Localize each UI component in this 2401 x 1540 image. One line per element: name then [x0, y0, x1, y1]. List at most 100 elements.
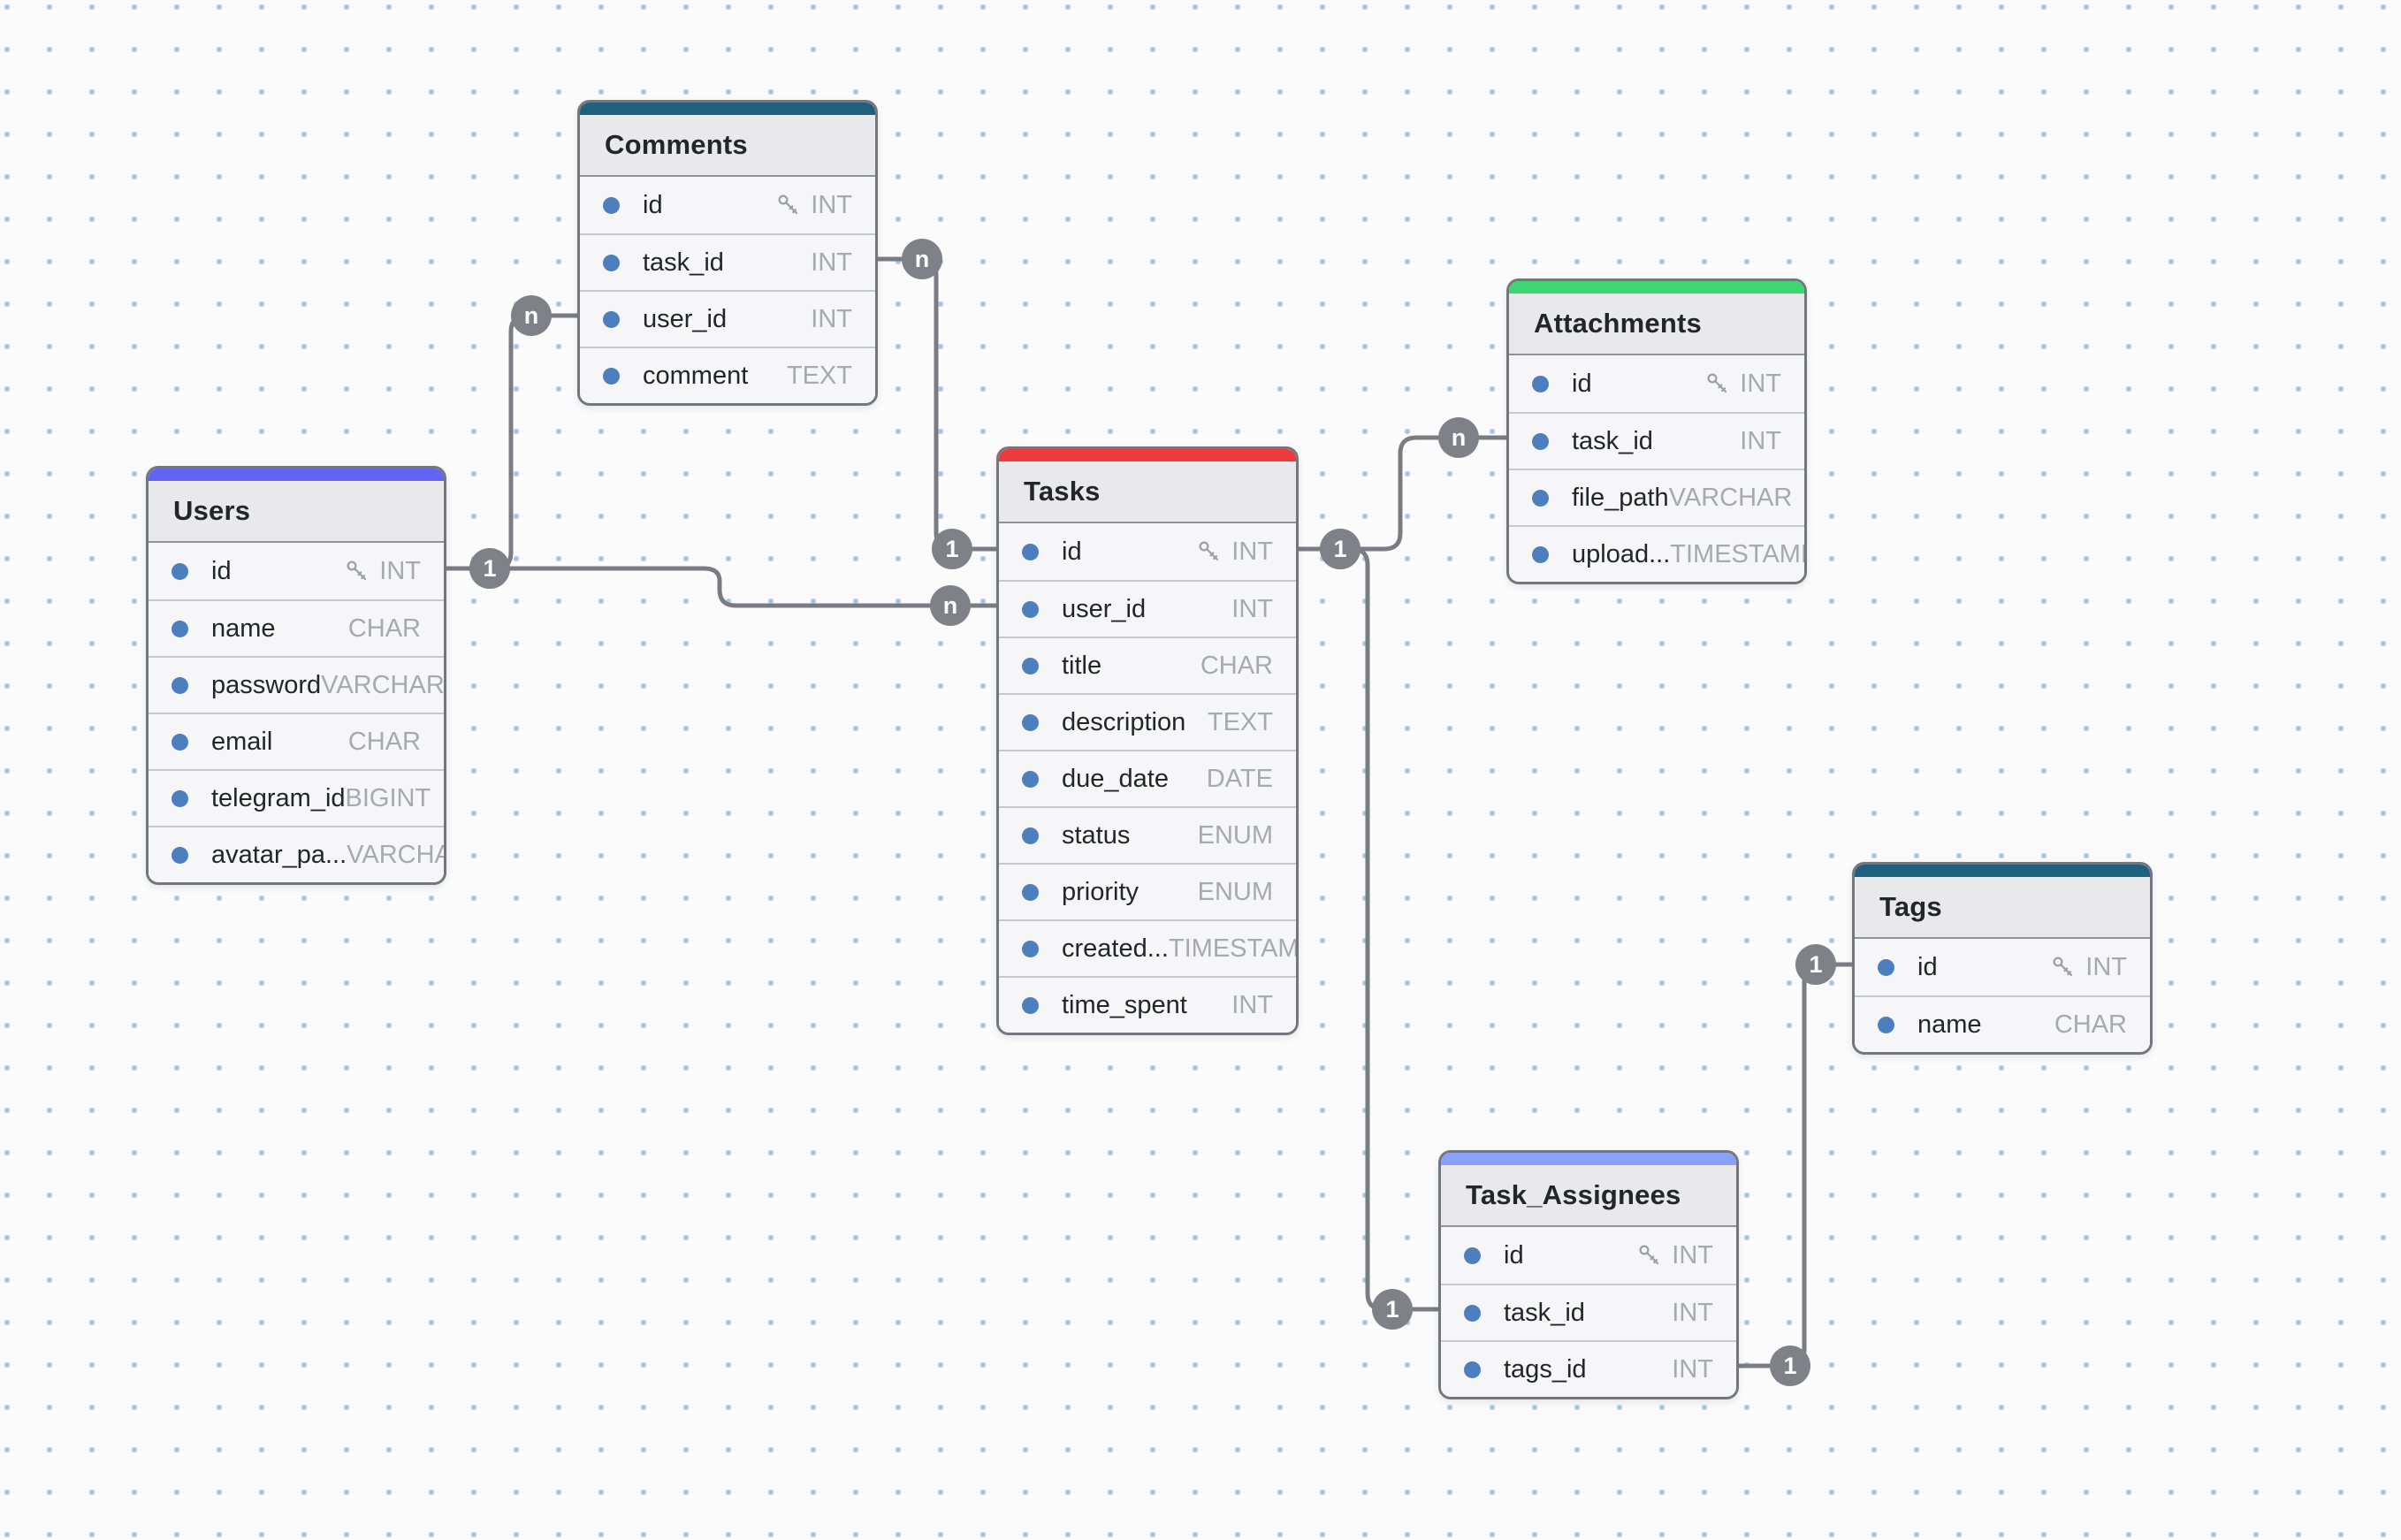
field-row-users-avatar-pa-[interactable]: avatar_pa...VARCHAR: [149, 826, 444, 882]
primary-key-icon: [1196, 538, 1223, 565]
field-type: INT: [811, 248, 852, 277]
field-name: password: [211, 670, 322, 699]
field-name: created...: [1062, 934, 1169, 963]
field-type: VARCHAR: [1668, 483, 1793, 512]
field-dot-icon: [1022, 600, 1039, 618]
field-name: comment: [643, 361, 749, 390]
field-type: INT: [379, 556, 421, 585]
primary-key-icon: [344, 558, 370, 584]
field-type: ENUM: [1197, 877, 1273, 906]
field-row-tasks-time-spent[interactable]: time_spent INT: [999, 976, 1296, 1033]
field-row-tasks-priority[interactable]: priority ENUM: [999, 863, 1296, 919]
relationship-tasks-id-attachments-task-id[interactable]: [1299, 435, 1506, 552]
field-row-comments-task-id[interactable]: task_id INT: [580, 233, 875, 290]
field-name: tags_id: [1504, 1354, 1587, 1384]
field-row-tasks-status[interactable]: status ENUM: [999, 806, 1296, 863]
field-dot-icon: [1022, 827, 1039, 844]
field-type: INT: [1231, 537, 1273, 566]
field-dot-icon: [603, 367, 620, 385]
field-row-task-assignees-tags-id[interactable]: tags_id INT: [1441, 1340, 1736, 1397]
cardinality-badge-tasks-id: 1: [1320, 529, 1361, 569]
field-row-comments-comment[interactable]: comment TEXT: [580, 347, 875, 403]
primary-key-icon: [2050, 954, 2077, 980]
field-type: ENUM: [1197, 820, 1273, 850]
field-type: INT: [2085, 952, 2127, 981]
field-name: upload...: [1572, 539, 1671, 568]
field-name: telegram_id: [211, 783, 346, 812]
table-title: Tags: [1855, 877, 2150, 939]
field-row-tasks-title[interactable]: title CHAR: [999, 637, 1296, 693]
field-type: CHAR: [2054, 1010, 2127, 1039]
field-name: status: [1062, 820, 1131, 850]
field-name: avatar_pa...: [211, 840, 347, 869]
field-type: INT: [811, 304, 852, 333]
relationship-comments-task-id-tasks-id[interactable]: [877, 256, 996, 552]
field-dot-icon: [172, 733, 188, 751]
field-dot-icon: [1022, 940, 1039, 957]
field-type: TEXT: [786, 361, 852, 390]
field-dot-icon: [1022, 543, 1039, 560]
field-name: title: [1062, 651, 1102, 680]
field-name: user_id: [1062, 594, 1147, 623]
field-name: time_spent: [1062, 990, 1187, 1019]
field-name: id: [643, 190, 663, 219]
relationship-users-id-tasks-user-id[interactable]: [446, 566, 996, 608]
cardinality-badge-comments-task-id: n: [902, 239, 942, 279]
table-accent-bar: [999, 449, 1296, 461]
field-name: task_id: [643, 248, 724, 277]
relationship-tasks-id-task-assignees-task-id[interactable]: [1351, 546, 1438, 1312]
field-type: INT: [1672, 1354, 1713, 1384]
primary-key-icon: [1704, 370, 1731, 397]
field-type: INT: [811, 190, 852, 219]
cardinality-badge-tags-id: 1: [1795, 944, 1836, 985]
field-type: DATE: [1206, 764, 1273, 793]
field-type: INT: [1231, 990, 1273, 1019]
primary-key-icon: [1636, 1242, 1663, 1269]
relationship-tags-id-task-assignees-tags-id[interactable]: [1738, 962, 1860, 1368]
field-row-tasks-id[interactable]: id INT: [999, 523, 1296, 580]
table-accent-bar: [1855, 865, 2150, 877]
field-dot-icon: [172, 562, 188, 580]
cardinality-badge-comments-user-id: n: [511, 295, 552, 336]
field-name: name: [1917, 1010, 1982, 1039]
field-dot-icon: [603, 254, 620, 271]
cardinality-badge-task-assignees-task-id: 1: [1372, 1289, 1413, 1330]
field-name: id: [1062, 537, 1082, 566]
field-type: CHAR: [1200, 651, 1273, 680]
field-type: INT: [1672, 1240, 1713, 1269]
field-dot-icon: [1532, 545, 1549, 563]
table-title: Task_Assignees: [1441, 1165, 1736, 1227]
field-row-tags-name[interactable]: name CHAR: [1855, 995, 2150, 1052]
field-row-comments-id[interactable]: id INT: [580, 177, 875, 233]
table-accent-bar: [580, 103, 875, 115]
relationship-users-id-comments-user-id[interactable]: [446, 313, 577, 571]
field-row-attachments-upload-[interactable]: upload...TIMESTAMP: [1509, 525, 1804, 582]
field-row-tasks-created-[interactable]: created...TIMESTAMP: [999, 919, 1296, 976]
table-accent-bar: [1441, 1153, 1736, 1165]
field-dot-icon: [172, 620, 188, 637]
field-type: CHAR: [347, 614, 421, 643]
field-type: VARCHAR: [321, 670, 445, 699]
field-name: priority: [1062, 877, 1140, 906]
